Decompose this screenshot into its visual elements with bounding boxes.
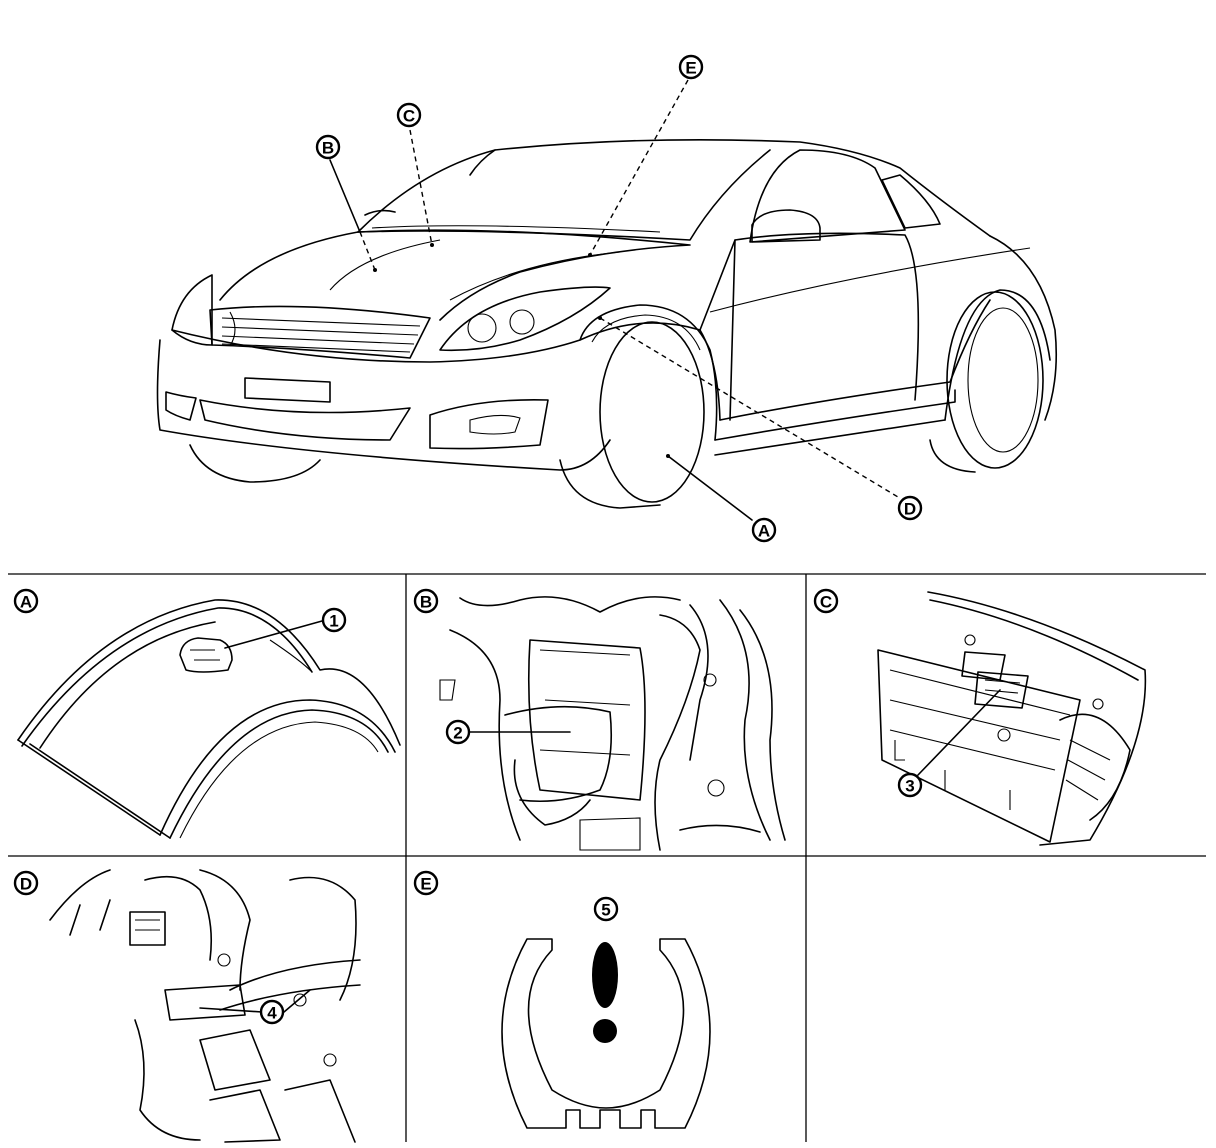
- panel-e: E 5: [413, 870, 711, 1129]
- svg-text:4: 4: [267, 1004, 277, 1023]
- car-illustration: [156, 138, 1057, 509]
- wheel-rim-drawing: [17, 599, 401, 839]
- panel-d: D 4: [13, 869, 361, 1143]
- svg-text:B: B: [322, 139, 334, 158]
- callout-c: C: [396, 102, 422, 128]
- svg-text:A: A: [20, 593, 32, 612]
- svg-text:A: A: [758, 522, 770, 541]
- callout-leaders: [329, 79, 899, 521]
- callout-b: B: [315, 134, 341, 160]
- low-tire-pressure-warning-icon: [501, 938, 711, 1129]
- svg-text:1: 1: [329, 612, 338, 631]
- callout-a: A: [751, 517, 777, 543]
- cluster-unit-drawing: [877, 591, 1147, 846]
- panel-b: B 2: [413, 588, 786, 851]
- detail-grid: [8, 573, 1206, 1142]
- svg-text:B: B: [420, 593, 432, 612]
- pedal-area-drawing: [49, 869, 361, 1143]
- svg-text:E: E: [685, 59, 696, 78]
- svg-text:3: 3: [905, 777, 914, 796]
- svg-text:D: D: [20, 875, 32, 894]
- panel-a: A 1: [13, 588, 401, 839]
- svg-text:5: 5: [601, 901, 610, 920]
- svg-text:C: C: [403, 107, 415, 126]
- callout-e: E: [678, 54, 704, 80]
- svg-text:C: C: [820, 593, 832, 612]
- svg-text:2: 2: [453, 724, 462, 743]
- callout-d: D: [897, 495, 923, 521]
- svg-text:E: E: [420, 875, 431, 894]
- svg-text:D: D: [904, 500, 916, 519]
- panel-c: C 3: [813, 588, 1147, 846]
- engine-room-drawing: [439, 596, 786, 851]
